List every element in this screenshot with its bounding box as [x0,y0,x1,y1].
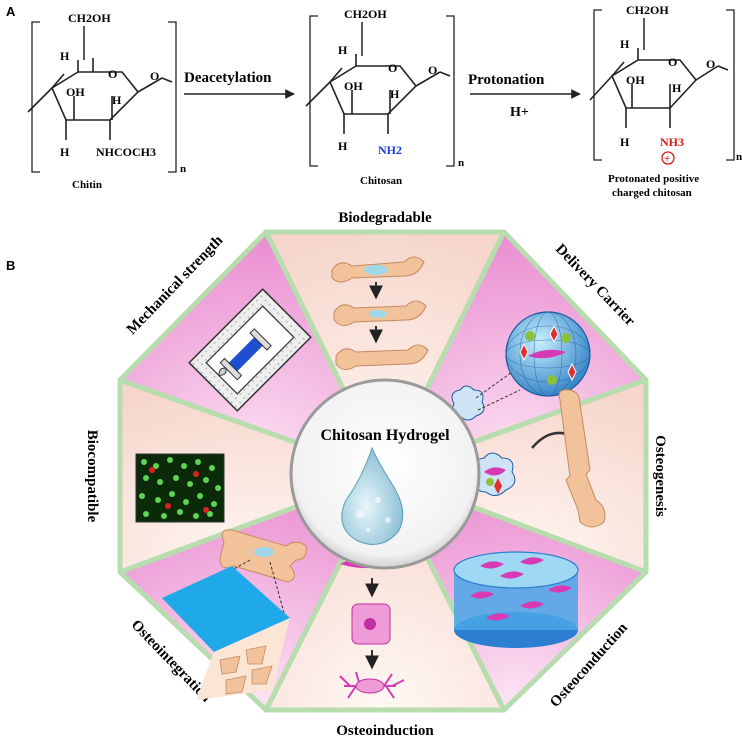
chitin-molecule: n CH2OH O H OH H H O NHCOCH3 Chitin [27,11,186,191]
protonated-glycosidic-o: O [706,57,715,71]
center-hydrogel: Chitosan Hydrogel [289,378,481,570]
label-biocompatible: Biocompatible [84,430,100,523]
positive-charge-icon [661,151,675,165]
deacetylation-label: Deacetylation [184,70,272,86]
chitosan-glycosidic-o: O [428,63,437,77]
protonated-chitosan-molecule: n CH2OH O H OH H H O NH3 + Protonated po… [589,3,742,199]
positive-charge-sign: + [664,153,670,165]
chitosan-molecule: n CH2OH O H OH H H O NH2 Chitosan [305,7,464,187]
biocompatible-fluorescence-illustration [135,453,225,523]
label-osteoinduction: Osteoinduction [336,723,434,739]
chitosan-name: Chitosan [360,175,402,187]
delivery-carrier-illustration [451,311,591,421]
protonated-h-bottom: H [620,135,630,149]
chitin-glycosidic-o: O [150,69,159,83]
protonated-oh: OH [626,73,645,87]
chitosan-h-bottom: H [338,139,348,153]
chitosan-subscript-n: n [458,157,464,169]
chitosan-ch2oh: CH2OH [344,7,387,21]
protonated-h-right: H [672,81,682,95]
protonated-subscript-n: n [736,151,742,163]
protonation-h-plus: H+ [510,105,529,120]
osteoconduction-dish-illustration [453,551,579,648]
chitosan-h-top: H [338,43,348,57]
mechanical-test-illustration [188,288,312,412]
protonated-ring-o: O [668,55,677,69]
biodegradable-bones-illustration [331,256,429,370]
protonated-ch2oh: CH2OH [626,3,669,17]
chitin-name: Chitin [72,179,102,191]
chitosan-h-right: H [390,87,400,101]
label-osteogenesis: Osteogenesis [652,435,668,517]
protonated-nh3: NH3 [660,135,684,149]
chitin-ring-o: O [108,67,117,81]
protonation-arrow: Protonation H+ [468,72,581,120]
chitin-ch2oh: CH2OH [68,11,111,25]
chitosan-nh2: NH2 [378,143,402,157]
chitin-subscript-n: n [180,163,186,175]
chitin-nhcoch3: NHCOCH3 [96,145,156,159]
chitosan-oh: OH [344,79,363,93]
panel-b-label: B [6,258,15,273]
label-biodegradable: Biodegradable [338,210,432,226]
chitin-h-top: H [60,49,70,63]
chitosan-ring-o: O [388,61,397,75]
osteointegration-illustration [162,529,307,700]
center-title: Chitosan Hydrogel [320,427,450,444]
chitin-oh: OH [66,85,85,99]
chitin-h-bottom: H [60,145,70,159]
protonation-label: Protonation [468,72,545,88]
protonated-name-line2: charged chitosan [612,187,692,199]
panel-a-label: A [6,4,16,19]
chitin-h-right: H [112,93,122,107]
protonated-h-top: H [620,37,630,51]
deacetylation-arrow: Deacetylation [184,70,295,99]
protonated-name-line1: Protonated positive [608,173,699,185]
osteogenesis-illustration [473,389,606,528]
